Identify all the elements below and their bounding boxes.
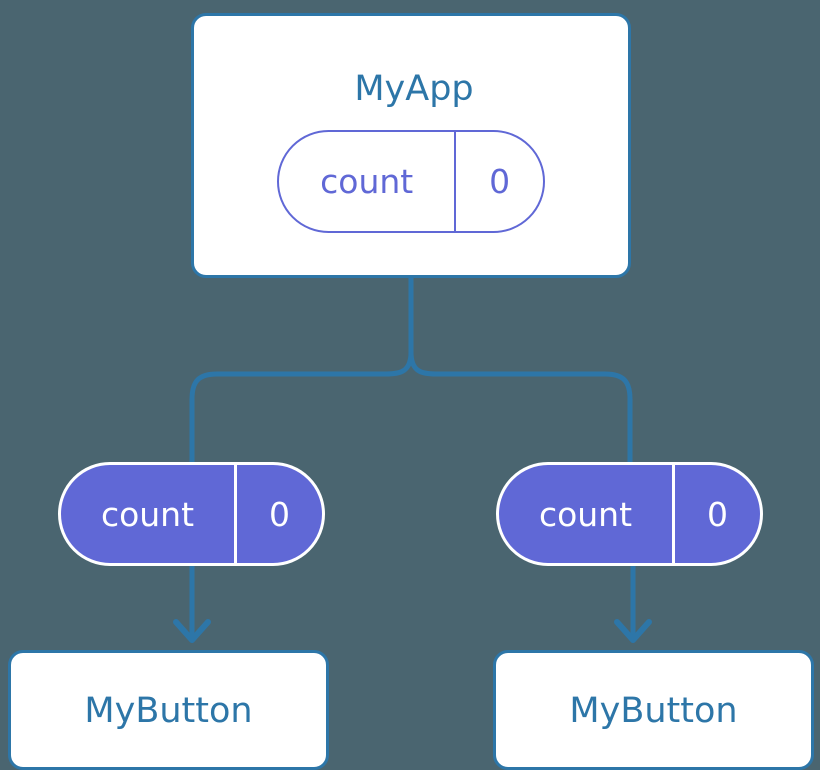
- arrow-down-right: [614, 566, 652, 643]
- state-pill-label: count: [320, 162, 414, 201]
- connector-branch-right: [408, 351, 633, 462]
- component-name-mybutton: MyButton: [569, 691, 738, 731]
- connector-branch-left: [189, 351, 414, 462]
- state-pill-value: 0: [454, 132, 543, 231]
- prop-pill-right[interactable]: count 0: [496, 462, 763, 566]
- prop-pill-label: count: [100, 494, 195, 534]
- prop-pill-value: 0: [233, 465, 322, 563]
- prop-pill-value: 0: [671, 465, 760, 563]
- prop-pill-label: count: [538, 494, 633, 534]
- state-pill-myapp[interactable]: count 0: [277, 130, 545, 233]
- component-name-mybutton: MyButton: [84, 691, 253, 731]
- component-card-mybutton-right[interactable]: MyButton: [493, 650, 814, 770]
- arrow-down-left: [173, 566, 211, 643]
- component-card-mybutton-left[interactable]: MyButton: [8, 650, 329, 770]
- component-name-myapp: MyApp: [354, 69, 474, 109]
- prop-pill-left[interactable]: count 0: [58, 462, 325, 566]
